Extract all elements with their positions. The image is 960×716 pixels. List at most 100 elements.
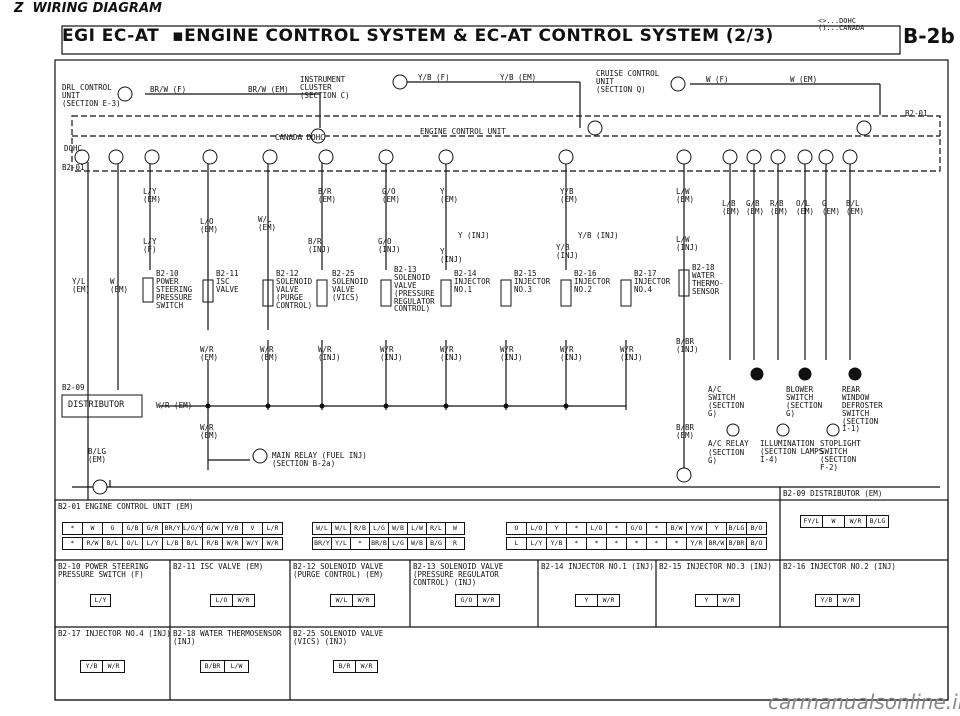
connector-pin: G bbox=[102, 522, 123, 535]
page-title: EGI EC-AT ▪ENGINE CONTROL SYSTEM & EC-AT… bbox=[62, 26, 774, 46]
purge-solenoid: B2-12 SOLENOID VALVE (PURGE CONTROL) bbox=[276, 269, 313, 310]
connector-pin: Y/B bbox=[546, 537, 567, 550]
wire-w-em: W (EM) bbox=[110, 277, 129, 294]
cruise-control-unit: CRUISE CONTROL UNIT (SECTION Q) bbox=[596, 69, 660, 94]
connector-pin: L/Y bbox=[142, 537, 163, 550]
connector-pin: G/R bbox=[142, 522, 163, 535]
connector-pin: B/LG bbox=[726, 522, 747, 535]
connector-pin: * bbox=[646, 537, 667, 550]
ecu-connector-title: B2-01 ENGINE CONTROL UNIT (EM) bbox=[58, 502, 194, 511]
connector-pin: B/W bbox=[666, 522, 687, 535]
connector-pin: Y/W bbox=[686, 522, 707, 535]
connector-pin: Y/L bbox=[331, 537, 351, 550]
connector-pin: * bbox=[646, 522, 667, 535]
wire-wr-left: W/R (EM) bbox=[200, 345, 219, 362]
wire-ly-f: L/Y (F) bbox=[143, 237, 157, 254]
connector-pin: W/R bbox=[717, 594, 740, 607]
connector-pin: Y bbox=[695, 594, 718, 607]
wire-ly-em: L/Y (EM) bbox=[143, 187, 162, 204]
rear-window-defroster: REAR WINDOW DEFROSTER SWITCH (SECTION I-… bbox=[842, 385, 883, 434]
wire-label-yb-em: Y/B (EM) bbox=[500, 73, 537, 82]
connector-pin: G/W bbox=[202, 522, 223, 535]
connector-pin: FY/L bbox=[800, 515, 823, 528]
wire-br-inj: B/R (INJ) bbox=[308, 237, 331, 254]
vics-solenoid: B2-25 SOLENOID VALVE (VICS) bbox=[332, 269, 369, 302]
connector-pin: * bbox=[350, 537, 370, 550]
pressure-regulator-solenoid: B2-13 SOLENOID VALVE (PRESSURE REGULATOR… bbox=[394, 265, 435, 314]
wire-blg: B/LG (EM) bbox=[88, 447, 107, 464]
connector-pin: W/R bbox=[222, 537, 243, 550]
connector-pin: * bbox=[62, 522, 83, 535]
wire-wr-5: W/R (INJ) bbox=[440, 345, 463, 362]
connector-pin: B/BR bbox=[200, 660, 225, 673]
connector-pin: L/W bbox=[224, 660, 249, 673]
connector-pin: L/B bbox=[162, 537, 183, 550]
wire-y-em: Y (EM) bbox=[440, 187, 459, 204]
connector-pin: G/O bbox=[626, 522, 647, 535]
connector-pin: BR/B bbox=[369, 537, 389, 550]
connector-pin: Y bbox=[575, 594, 598, 607]
connector-pin: W/R bbox=[352, 594, 375, 607]
connector-pin: * bbox=[666, 537, 687, 550]
connector-pin: L/G/Y bbox=[182, 522, 203, 535]
connector-pin: * bbox=[606, 522, 627, 535]
connector-pin: * bbox=[566, 522, 587, 535]
c13-title: B2-13 SOLENOID VALVE (PRESSURE REGULATOR… bbox=[413, 562, 504, 587]
section-label: Z WIRING DIAGRAM bbox=[14, 1, 162, 16]
connector-pin: W/B bbox=[388, 522, 408, 535]
connector-pin: R bbox=[445, 537, 465, 550]
connector-pin: BR/Y bbox=[312, 537, 332, 550]
illumination: ILLUMINATION (SECTION LAMPS I-4) bbox=[760, 439, 824, 464]
title-box bbox=[61, 25, 901, 55]
connector-pin: L/R bbox=[262, 522, 283, 535]
power-steering-switch: B2-10 POWER STEERING PRESSURE SWITCH bbox=[156, 269, 193, 310]
c11-title: B2-11 ISC VALVE (EM) bbox=[173, 562, 264, 571]
wire-lb: L/B (EM) bbox=[722, 199, 741, 216]
wire-rb: R/B (EM) bbox=[770, 199, 789, 216]
ac-relay-section: (SECTION G) bbox=[708, 448, 745, 465]
b2-09-label: B2-09 bbox=[62, 383, 85, 392]
connector-pin: Y/R bbox=[686, 537, 707, 550]
connector-pin: L bbox=[506, 537, 527, 550]
legend: <>...DOHC ()...CANADA bbox=[818, 17, 865, 33]
wire-yb-em: Y/B (EM) bbox=[560, 187, 579, 204]
wire-wr-4: W/R (INJ) bbox=[380, 345, 403, 362]
connector-pin: W bbox=[82, 522, 103, 535]
wire-label-brw: BR/W (F) bbox=[150, 85, 187, 94]
connector-pin: L/G bbox=[388, 537, 408, 550]
connector-pin: * bbox=[606, 537, 627, 550]
wire-lw-em: L/W (EM) bbox=[676, 187, 695, 204]
wire-wr-em-down: W/R (EM) bbox=[200, 423, 219, 440]
wire-wl-em: W/L (EM) bbox=[258, 215, 277, 232]
connector-pin: L/W bbox=[407, 522, 427, 535]
wire-lw-inj: L/W (INJ) bbox=[676, 235, 699, 252]
connector-pin: W/R bbox=[262, 537, 283, 550]
connector-pin: B/L bbox=[102, 537, 123, 550]
injector-4: B2-17 INJECTOR NO.4 bbox=[634, 269, 671, 294]
ac-relay: A/C RELAY bbox=[708, 439, 749, 448]
wire-wr-8: W/R (INJ) bbox=[620, 345, 643, 362]
connector-pin: G/B bbox=[122, 522, 143, 535]
connector-pin: R/L bbox=[426, 522, 446, 535]
connector-pin: B/R bbox=[333, 660, 356, 673]
b2-01-left-label: B2-01 bbox=[62, 163, 85, 172]
instrument-cluster: INSTRUMENT CLUSTER (SECTION C) bbox=[300, 75, 350, 100]
c18-title: B2-18 WATER THERMOSENSOR (INJ) bbox=[173, 629, 282, 646]
wire-wr-3: W/R (INJ) bbox=[318, 345, 341, 362]
connector-pin: O/L bbox=[122, 537, 143, 550]
wire-ol: O/L (EM) bbox=[796, 199, 815, 216]
stoplight-switch: STOPLIGHT SWITCH (SECTION F-2) bbox=[820, 439, 861, 472]
connector-pin: R/B bbox=[202, 537, 223, 550]
connector-pin: B/O bbox=[746, 537, 767, 550]
connector-pin: * bbox=[566, 537, 587, 550]
isc-valve: B2-11 ISC VALVE bbox=[216, 269, 239, 294]
connector-pin: L/G bbox=[369, 522, 389, 535]
connector-pin: B/O bbox=[746, 522, 767, 535]
connector-pin: B/G bbox=[426, 537, 446, 550]
connector-pin: W/L bbox=[312, 522, 332, 535]
connector-pin: R/W bbox=[82, 537, 103, 550]
connector-pin: W/R bbox=[844, 515, 867, 528]
connector-pin: * bbox=[626, 537, 647, 550]
water-thermosensor: B2-18 WATER THERMO- SENSOR bbox=[692, 263, 724, 296]
page-number: B-2b bbox=[903, 24, 955, 48]
